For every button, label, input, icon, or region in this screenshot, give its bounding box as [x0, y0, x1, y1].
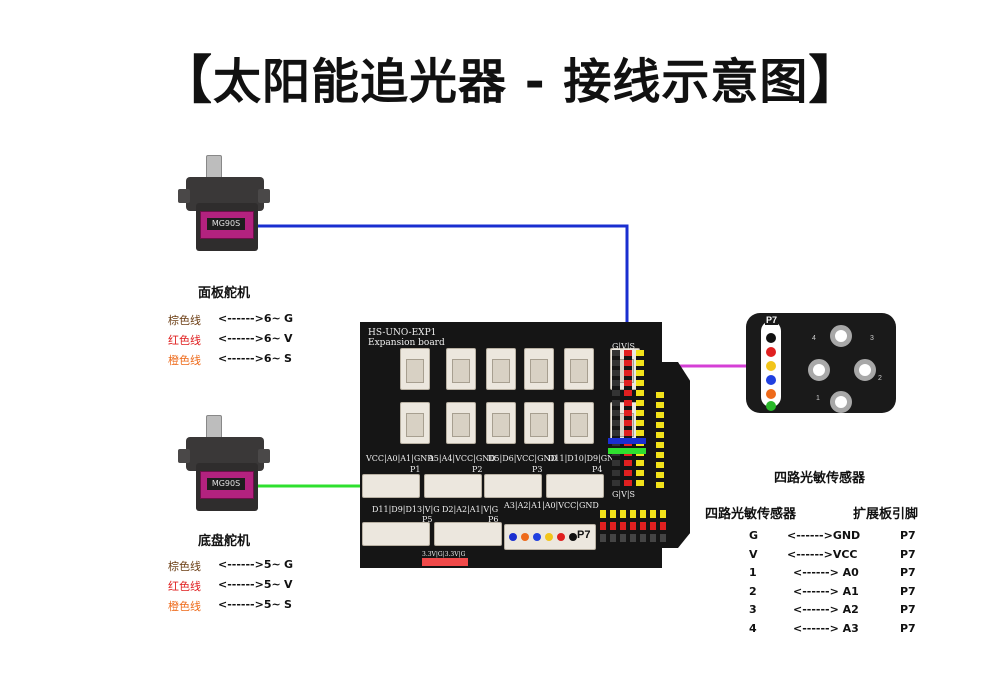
servo-bottom-row: 棕色线<------>5~G: [168, 558, 294, 573]
analog-header-yellow: [600, 510, 670, 518]
servo-model-label: MG90S: [207, 218, 245, 230]
photoresistor: [830, 325, 852, 347]
servo-bottom-row: 橙色线<------>5~S: [168, 598, 292, 613]
connector: [524, 402, 554, 444]
p7-wire-blue: [533, 533, 541, 541]
pin-highlight-green: [608, 448, 646, 454]
connector: [446, 348, 476, 390]
servo-panel-image: MG90S: [178, 155, 278, 263]
servo-model-label: MG90S: [207, 478, 245, 490]
port-p4: [546, 474, 604, 498]
connector: [486, 348, 516, 390]
servo-bottom-pin-list: 棕色线<------>5~G 红色线<------>5~V 橙色线<------…: [168, 558, 328, 618]
port-p6: [434, 522, 502, 546]
port-p1: [362, 474, 420, 498]
servo-sticker: MG90S: [200, 211, 254, 239]
table-header: 四路光敏传感器 扩展板引脚: [705, 507, 919, 522]
port-p3: [484, 474, 542, 498]
servo-top-name: 面板舵机: [198, 286, 251, 301]
port-p2: [424, 474, 482, 498]
photoresistor: [830, 391, 852, 413]
servo-bottom-name: 底盘舵机: [198, 534, 251, 549]
sensor-wire-green: [766, 401, 776, 411]
power-header: [422, 558, 468, 566]
servo-top-row: 棕色线<------>6~G: [168, 312, 294, 327]
title-text: 太阳能追光器 - 接线示意图: [213, 54, 809, 110]
connector: [564, 402, 594, 444]
p7-wire-yellow: [545, 533, 553, 541]
photoresistor: [808, 359, 830, 381]
sensor-wire-yellow: [766, 361, 776, 371]
light-sensor-module: P7 1 2 3 4: [746, 313, 896, 413]
servo-base-image: MG90S: [178, 415, 278, 523]
connector: [400, 348, 430, 390]
photoresistor: [854, 359, 876, 381]
sensor-wire-red: [766, 347, 776, 357]
servo-top-pin-list: 棕色线<------>6~G 红色线<------>6~V 橙色线<------…: [168, 312, 328, 372]
board-subtitle: Expansion board: [368, 338, 445, 348]
port-p7: P7: [504, 524, 596, 550]
p7-wire-red: [557, 533, 565, 541]
digital-header-red: [624, 350, 632, 490]
pin-highlight-blue: [608, 438, 646, 444]
servo-sticker: MG90S: [200, 471, 254, 499]
digital-header-black: [612, 350, 620, 490]
servo-top-row: 橙色线<------>6~S: [168, 352, 292, 367]
p7-wire-orange: [521, 533, 529, 541]
sensor-name: 四路光敏传感器: [774, 471, 866, 486]
connector: [486, 402, 516, 444]
title-close-bracket: 】: [808, 51, 862, 111]
servo-top-row: 红色线<------>6~V: [168, 332, 293, 347]
board-name: HS-UNO-EXP1: [368, 328, 437, 338]
connector: [524, 348, 554, 390]
connector: [446, 402, 476, 444]
p7-label: P7: [577, 529, 591, 541]
analog-header-red: [600, 522, 670, 530]
connector: [564, 348, 594, 390]
sensor-wire-black: [766, 333, 776, 343]
servo-bottom-row: 红色线<------>5~V: [168, 578, 293, 593]
digital-header-yellow: [636, 350, 644, 490]
sensor-wire-orange: [766, 389, 776, 399]
sensor-connector: P7: [761, 315, 781, 411]
expansion-board: HS-UNO-EXP1 Expansion board VCC|A0|A1|GN…: [360, 322, 690, 570]
p7-wire-black: [569, 533, 577, 541]
port-p5: [362, 522, 430, 546]
sensor-wire-blue: [766, 375, 776, 385]
analog-header-black: [600, 534, 670, 542]
connector: [400, 402, 430, 444]
title-open-bracket: 【: [160, 51, 214, 111]
page-title: 【太阳能追光器 - 接线示意图】: [160, 38, 920, 111]
right-header-yellow: [656, 392, 664, 492]
p7-wire-blue: [509, 533, 517, 541]
